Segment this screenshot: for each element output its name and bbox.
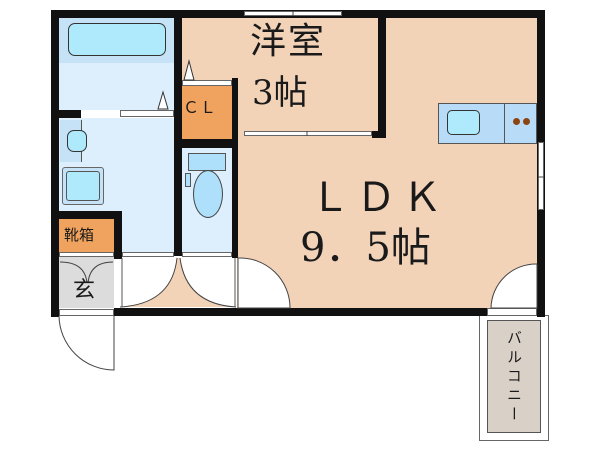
closet-label: ＣＬ — [183, 98, 218, 117]
entrance-label: 玄 — [73, 278, 96, 303]
hall-step-toilet — [182, 252, 232, 257]
wall-bath-vertical — [174, 10, 182, 256]
closet — [182, 86, 232, 139]
western-room-size: 3帖 — [252, 73, 308, 113]
washing-machine-inner — [66, 171, 100, 201]
wall-closet-bottom — [174, 139, 238, 148]
counter-divider — [504, 103, 505, 144]
ldk-name: ＬＤＫ — [310, 175, 448, 221]
stove-burner-left — [513, 118, 520, 125]
entrance-door-threshold — [59, 309, 114, 316]
western-room-name: 洋室 — [250, 21, 327, 62]
stove-burner-right — [523, 118, 530, 125]
washbasin-bowl — [67, 130, 87, 152]
ldk-size: 9．5帖 — [300, 225, 431, 271]
shoe-cabinet — [59, 219, 114, 253]
hall-step — [122, 252, 174, 257]
wall-bottom-left — [51, 308, 59, 317]
bathtub — [68, 23, 166, 56]
wall-left — [51, 10, 59, 317]
window-ldk-right — [538, 142, 544, 210]
sliding-door-western — [244, 131, 372, 136]
wall-ldk-left — [232, 138, 238, 258]
wall-western-bottom — [372, 131, 386, 138]
toilet-paper — [185, 173, 191, 187]
wall-bottom — [114, 308, 545, 316]
entrance-step — [59, 252, 114, 257]
sliding-door-closet — [182, 80, 232, 86]
wall-western-right — [378, 10, 386, 138]
sliding-door-washroom — [120, 110, 174, 117]
toilet-bowl — [193, 170, 223, 218]
wall-shoe-right — [114, 211, 122, 259]
shoe-cabinet-label: 靴箱 — [64, 226, 95, 244]
wall-wash-horizontal — [51, 110, 81, 118]
wall-shoe-top — [51, 211, 122, 219]
washroom — [59, 63, 174, 110]
kitchen-sink — [447, 110, 480, 135]
balcony-label: バルコニー — [505, 330, 523, 425]
balcony — [487, 320, 541, 433]
